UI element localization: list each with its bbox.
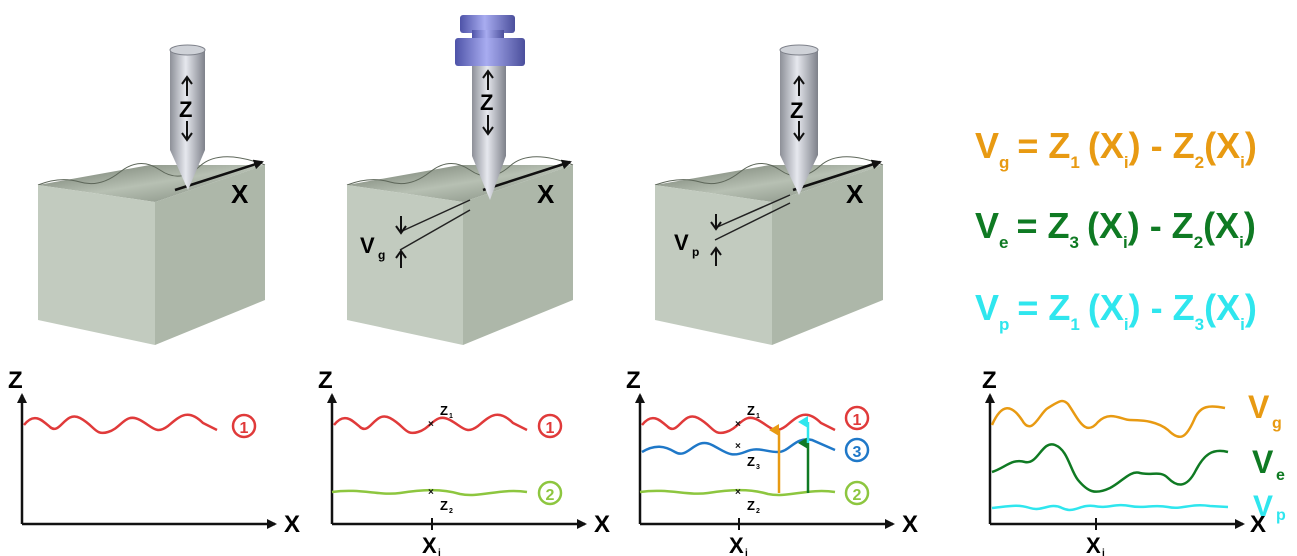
vp-depth-label: V bbox=[674, 230, 689, 255]
block-side-face bbox=[772, 165, 883, 345]
circled-number-icon: 1 bbox=[231, 413, 257, 439]
z3-sub: 3 bbox=[756, 464, 760, 471]
xi-label: X bbox=[422, 533, 437, 556]
block-front-face bbox=[38, 185, 155, 345]
legend-ve-sub: e bbox=[1276, 467, 1285, 484]
svg-text:×: × bbox=[735, 487, 741, 498]
z-axis-label: Z bbox=[480, 90, 493, 115]
svg-text:×: × bbox=[428, 419, 434, 430]
svg-text:2: 2 bbox=[546, 487, 555, 504]
circled-number-icon: 1 bbox=[537, 413, 563, 439]
surface-profile-1 bbox=[23, 413, 218, 435]
x-axis-label: X bbox=[902, 511, 918, 538]
z1-sub: 1 bbox=[756, 413, 760, 420]
legend-ve: V bbox=[1252, 444, 1274, 480]
x-axis-label: X bbox=[846, 179, 864, 209]
z2-sub: 2 bbox=[756, 508, 760, 515]
z3-label: Z bbox=[747, 454, 755, 469]
z1-sub: 1 bbox=[449, 413, 453, 420]
z-axis-label: Z bbox=[8, 367, 23, 394]
xi-label: X bbox=[1086, 533, 1101, 556]
block-top-surface bbox=[655, 165, 883, 202]
block-panel-2: X Z V g bbox=[346, 15, 574, 345]
svg-text:×: × bbox=[735, 441, 741, 452]
tool-probe-icon bbox=[779, 44, 819, 195]
z2-label: Z bbox=[747, 498, 755, 513]
circled-number-icon: 2 bbox=[844, 480, 870, 506]
legend-vg-sub: g bbox=[1272, 415, 1282, 432]
z1-label: Z bbox=[747, 403, 755, 418]
vg-depth-label: V bbox=[360, 233, 375, 258]
profile-plot-1: Z X 1 bbox=[8, 367, 300, 538]
surface-profile-2 bbox=[331, 488, 528, 497]
spindle-holder-icon bbox=[455, 15, 525, 66]
vg-profile bbox=[990, 399, 1226, 439]
block-front-face bbox=[655, 185, 772, 345]
legend-vp-sub: p bbox=[1276, 507, 1286, 524]
x-axis-label: X bbox=[284, 511, 300, 538]
x-axis-label: X bbox=[594, 511, 610, 538]
svg-text:×: × bbox=[735, 419, 741, 430]
legend-vg: V bbox=[1248, 389, 1270, 425]
svg-text:2: 2 bbox=[853, 487, 862, 504]
circled-number-icon: 1 bbox=[844, 405, 870, 431]
xi-sub: i bbox=[438, 548, 441, 556]
z-axis-label: Z bbox=[982, 367, 997, 394]
xi-sub: i bbox=[1102, 548, 1105, 556]
surface-profile-1 bbox=[641, 413, 836, 435]
surface-profile-3 bbox=[641, 438, 836, 456]
z-axis-label: Z bbox=[318, 367, 333, 394]
block-front-face bbox=[347, 185, 463, 345]
vg-depth-sub: g bbox=[378, 248, 385, 262]
z2-sub: 2 bbox=[449, 508, 453, 515]
svg-text:1: 1 bbox=[853, 412, 862, 429]
block-top-surface bbox=[347, 165, 573, 202]
circled-number-icon: 2 bbox=[537, 480, 563, 506]
z-axis-label: Z bbox=[790, 98, 803, 123]
svg-text:×: × bbox=[428, 487, 434, 498]
result-plot: Z X X i V g V e V p bbox=[982, 367, 1286, 556]
z1-label: Z bbox=[440, 403, 448, 418]
xi-label: X bbox=[729, 533, 744, 556]
legend-vp: V bbox=[1253, 490, 1273, 523]
svg-text:3: 3 bbox=[853, 444, 862, 461]
vp-depth-sub: p bbox=[692, 245, 699, 259]
x-axis-label: X bbox=[231, 179, 249, 209]
x-axis-label: X bbox=[537, 179, 555, 209]
surface-profile-2 bbox=[639, 488, 836, 497]
equation-vg: Vg= Z1(Xi) - Z2(Xi) bbox=[975, 125, 1257, 172]
z-axis-label: Z bbox=[179, 97, 192, 122]
z-axis-label: Z bbox=[626, 367, 641, 394]
ve-profile bbox=[991, 443, 1229, 493]
z2-label: Z bbox=[440, 498, 448, 513]
circled-number-icon: 3 bbox=[844, 437, 870, 463]
profile-plot-3: Z X X i × × × Z 1 Z 3 Z 2 1 3 2 bbox=[626, 367, 918, 556]
profile-plot-2: Z X X i × × Z 1 Z 2 1 2 bbox=[318, 367, 610, 556]
surface-profile-1 bbox=[333, 413, 528, 435]
equation-ve: Ve= Z3(Xi) - Z2(Xi) bbox=[975, 205, 1256, 252]
x-axis-label: X bbox=[1250, 511, 1266, 538]
svg-text:1: 1 bbox=[546, 420, 555, 437]
vp-profile bbox=[991, 503, 1229, 512]
block-top-surface bbox=[38, 165, 265, 202]
block-side-face bbox=[463, 165, 573, 345]
equation-vp: Vp= Z1(Xi) - Z3(Xi) bbox=[975, 287, 1257, 334]
svg-text:1: 1 bbox=[240, 420, 249, 437]
block-panel-1: X Z bbox=[37, 44, 266, 345]
block-panel-3: X Z V p bbox=[654, 44, 884, 345]
block-side-face bbox=[155, 165, 265, 345]
xi-sub: i bbox=[745, 548, 748, 556]
